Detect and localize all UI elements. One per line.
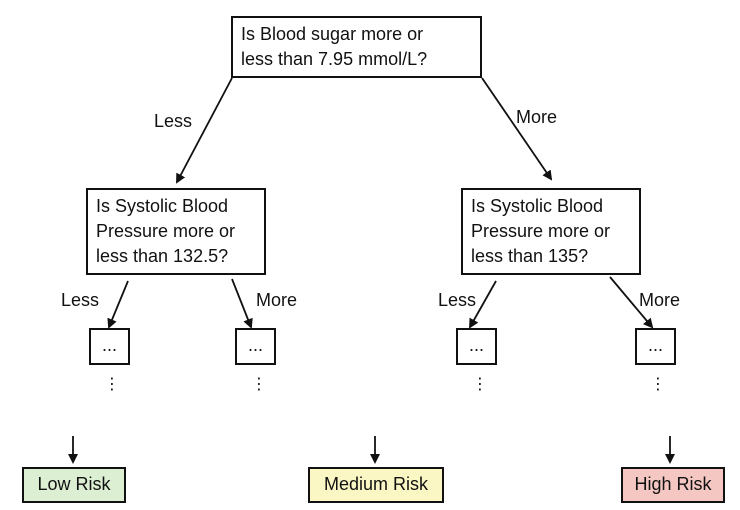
- right-question-line-3: less than 135?: [471, 246, 589, 266]
- placeholder-node-4: ...: [635, 328, 676, 365]
- medium-risk-outcome: Medium Risk: [308, 467, 444, 503]
- left-question-line-1: Is Systolic Blood: [96, 196, 229, 216]
- edge-left-more: [231, 278, 253, 329]
- left-question-line-2: Pressure more or: [96, 221, 236, 241]
- vertical-ellipsis-4: ⋮: [650, 376, 666, 393]
- vertical-ellipsis-1: ⋮: [104, 376, 120, 393]
- edge-root-less: [176, 77, 233, 184]
- root-question-line-1: Is Blood sugar more or: [241, 24, 424, 44]
- left-less-label: Less: [61, 290, 100, 310]
- right-less-label: Less: [438, 290, 477, 310]
- left-more-label: More: [256, 290, 298, 310]
- edge-root-more: [481, 77, 553, 181]
- high-risk-outcome: High Risk: [621, 467, 725, 503]
- edge-right-less: [469, 280, 497, 329]
- root-question-line-2: less than 7.95 mmol/L?: [241, 49, 428, 69]
- root-question-node: Is Blood sugar more or less than 7.95 mm…: [231, 16, 482, 78]
- vertical-ellipsis-3: ⋮: [472, 376, 488, 393]
- left-question-node: Is Systolic Blood Pressure more or less …: [86, 188, 266, 275]
- vertical-ellipsis-2: ⋮: [251, 376, 267, 393]
- right-question-node: Is Systolic Blood Pressure more or less …: [461, 188, 641, 275]
- low-risk-outcome: Low Risk: [22, 467, 126, 503]
- right-question-line-2: Pressure more or: [471, 221, 611, 241]
- right-more-label: More: [639, 290, 681, 310]
- left-question-line-3: less than 132.5?: [96, 246, 229, 266]
- placeholder-node-2: ...: [235, 328, 276, 365]
- root-less-label: Less: [154, 111, 193, 131]
- edge-left-less: [107, 280, 129, 329]
- placeholder-node-1: ...: [89, 328, 130, 365]
- edge-right-more: [609, 276, 654, 329]
- root-more-label: More: [516, 107, 558, 127]
- placeholder-node-3: ...: [456, 328, 497, 365]
- right-question-line-1: Is Systolic Blood: [471, 196, 604, 216]
